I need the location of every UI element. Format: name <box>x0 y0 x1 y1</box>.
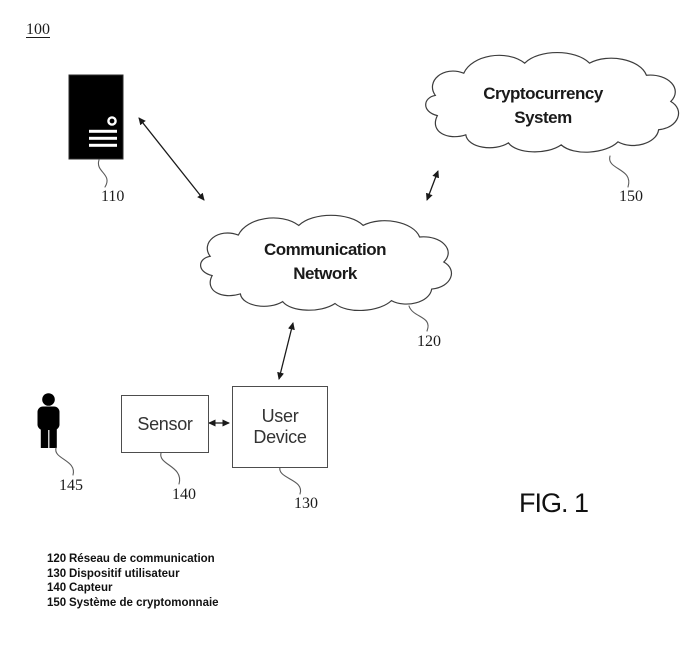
user-device-label: User Device <box>253 406 307 447</box>
arrow-crypto-network <box>426 170 439 201</box>
ref-sensor: 140 <box>172 486 196 503</box>
arrow-server-network <box>138 117 205 201</box>
user-device-box: User Device <box>232 386 328 468</box>
legend-ref: 130 <box>47 567 67 580</box>
figure-overall-reference: 100 <box>26 21 50 38</box>
communication-network-label: Communication Network <box>264 240 386 283</box>
arrow-network-userdevice <box>277 322 295 380</box>
legend-text: Système de cryptomonnaie <box>69 597 219 610</box>
sensor-label: Sensor <box>137 413 193 434</box>
leader-120 <box>408 305 429 332</box>
leader-145 <box>55 447 74 476</box>
leader-130 <box>279 466 302 495</box>
legend-ref: 150 <box>47 597 67 610</box>
legend-text: Dispositif utilisateur <box>69 567 180 580</box>
legend-text: Réseau de communication <box>69 553 215 565</box>
server-tower-icon <box>68 74 124 160</box>
person-icon <box>37 393 60 448</box>
leader-150 <box>609 155 630 188</box>
leader-110 <box>97 159 108 188</box>
legend-ref: 140 <box>47 582 67 595</box>
connection-arrows <box>138 117 439 427</box>
legend-ref: 120 <box>47 553 67 565</box>
figure-caption: FIG. 1 <box>519 488 589 518</box>
cryptocurrency-system-label: Cryptocurrency System <box>483 84 603 127</box>
leader-lines <box>55 155 630 495</box>
leader-140 <box>160 452 181 485</box>
ref-cryptocurrency-system: 150 <box>619 188 643 205</box>
ref-user-device: 130 <box>294 495 318 512</box>
sensor-box: Sensor <box>121 395 209 453</box>
ref-server: 110 <box>101 188 125 205</box>
legend-text: Capteur <box>69 582 113 595</box>
ref-communication-network: 120 <box>417 333 441 350</box>
ref-person: 145 <box>59 477 83 494</box>
